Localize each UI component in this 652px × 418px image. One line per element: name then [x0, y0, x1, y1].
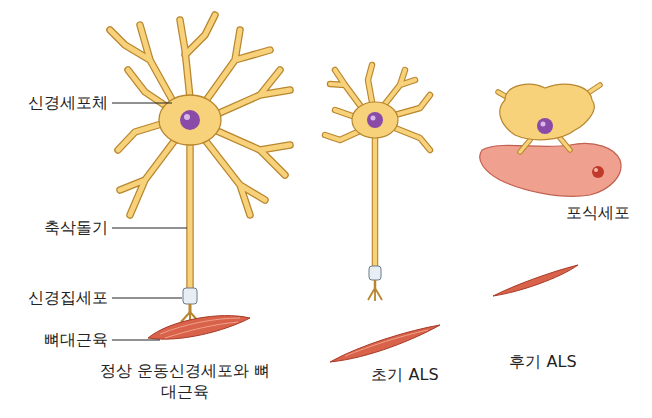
leader-line: [112, 103, 172, 104]
leader-line: [112, 228, 187, 229]
stage-caption: 정상 운동신경세포와 뼈대근육: [92, 360, 278, 402]
part-label: 뼈대근육: [4, 329, 108, 350]
part-label: 포식세포: [548, 202, 648, 223]
stage-caption: 후기 ALS: [478, 351, 608, 372]
stage-caption: 초기 ALS: [340, 364, 470, 385]
part-label: 축삭돌기: [4, 217, 108, 238]
part-label: 신경집세포: [4, 287, 108, 308]
leader-line: [112, 298, 182, 299]
part-label: 신경세포체: [4, 92, 108, 113]
leader-line: [112, 340, 160, 341]
